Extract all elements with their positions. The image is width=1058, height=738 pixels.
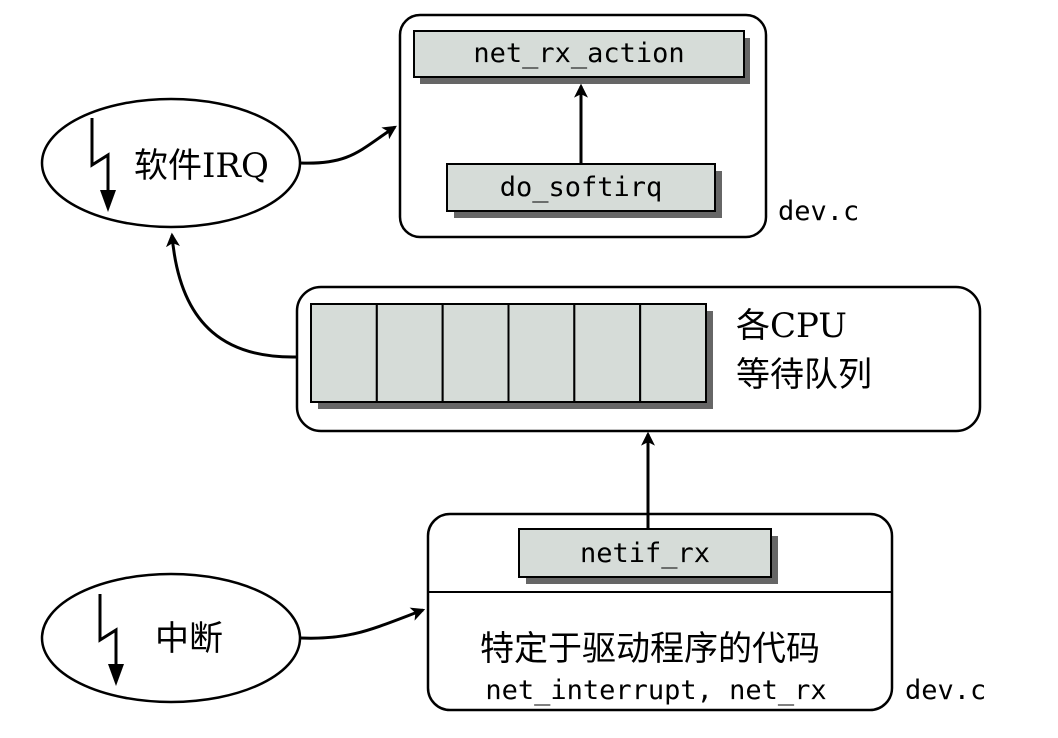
- netif-rx-box: [518, 528, 772, 578]
- top-file-label: dev.c: [778, 196, 859, 227]
- arrow-queue-to-softirq: [166, 232, 297, 359]
- driver-code-label: 特定于驱动程序的代码: [480, 629, 820, 669]
- queue-cell: [441, 303, 510, 403]
- netif-rx-label: netif_rx: [580, 538, 710, 569]
- queue-cell: [639, 303, 708, 403]
- queue-cells: [310, 303, 708, 403]
- net-rx-action-box: [413, 30, 745, 78]
- interrupt-label: 中断: [155, 619, 223, 659]
- do-softirq-label: do_softirq: [500, 172, 663, 203]
- queue-cell: [375, 303, 444, 403]
- queue-cell: [507, 303, 576, 403]
- lightning-icon: [90, 118, 116, 212]
- bottom-file-label: dev.c: [905, 675, 986, 706]
- arrow-interrupt-to-driver-box: [299, 607, 426, 640]
- queue-cell: [573, 303, 642, 403]
- lightning-icon: [98, 594, 124, 686]
- do-softirq-box: [446, 163, 716, 212]
- queue-label-line1: 各CPU: [736, 306, 847, 346]
- net-rx-action-label: net_rx_action: [473, 38, 684, 69]
- driver-function-label: net_interrupt, net_rx: [485, 675, 826, 706]
- queue-cell: [310, 303, 378, 403]
- softirq-label: 软件IRQ: [134, 146, 269, 186]
- queue-label-line2: 等待队列: [736, 355, 872, 395]
- arrow-softirq-to-top-box: [299, 125, 397, 165]
